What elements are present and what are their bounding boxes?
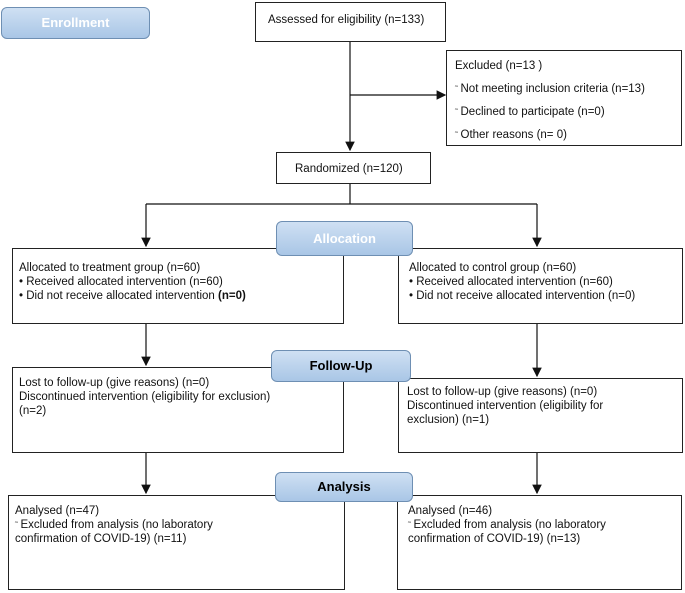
analysis-left-excluded: Excluded from analysis (no laboratory co…: [15, 518, 265, 546]
followup-right-box: Lost to follow-up (give reasons) (n=0) D…: [398, 378, 683, 453]
allocation-left-box: Allocated to treatment group (n=60) Rece…: [12, 248, 344, 324]
excluded-item-not-meeting: Not meeting inclusion criteria (n=13): [455, 82, 673, 96]
followup-left-lost: Lost to follow-up (give reasons) (n=0): [19, 377, 210, 389]
allocation-left-not-received: Did not receive allocated intervention (…: [19, 289, 337, 303]
allocation-left-not-received-count: (n=0): [218, 290, 246, 302]
randomized-box: Randomized (n=120): [276, 152, 431, 184]
allocation-right-title: Allocated to control group (n=60): [409, 262, 577, 274]
phase-allocation: Allocation: [276, 221, 413, 256]
excluded-box: Excluded (n=13 ) Not meeting inclusion c…: [446, 50, 682, 146]
phase-analysis-label: Analysis: [317, 479, 371, 494]
phase-follow-up: Follow-Up: [271, 350, 411, 382]
phase-allocation-label: Allocation: [313, 231, 376, 246]
phase-follow-up-label: Follow-Up: [309, 358, 373, 373]
allocation-left-received: Received allocated intervention (n=60): [19, 275, 337, 289]
allocation-left-not-received-text: Did not receive allocated intervention: [26, 290, 215, 302]
phase-analysis: Analysis: [275, 472, 413, 502]
excluded-item-other: Other reasons (n= 0): [455, 128, 673, 142]
analysis-right-box: Analysed (n=46) Excluded from analysis (…: [397, 495, 682, 590]
assessed-box: Assessed for eligibility (n=133): [255, 2, 446, 42]
allocation-right-received: Received allocated intervention (n=60): [409, 275, 676, 289]
analysis-left-box: Analysed (n=47) Excluded from analysis (…: [8, 495, 345, 590]
randomized-label: Randomized (n=120): [295, 163, 403, 175]
analysis-left-title: Analysed (n=47): [15, 505, 100, 517]
allocation-right-box: Allocated to control group (n=60) Receiv…: [398, 248, 683, 324]
followup-right-lost: Lost to follow-up (give reasons) (n=0): [407, 386, 598, 398]
followup-right-discontinued: Discontinued intervention (eligibility f…: [407, 400, 604, 426]
allocation-right-not-received: Did not receive allocated intervention (…: [409, 289, 676, 303]
allocation-left-title: Allocated to treatment group (n=60): [19, 262, 201, 274]
analysis-right-excluded: Excluded from analysis (no laboratory co…: [408, 518, 638, 546]
excluded-title: Excluded (n=13 ): [455, 60, 543, 72]
assessed-label: Assessed for eligibility (n=133): [268, 14, 425, 26]
analysis-right-title: Analysed (n=46): [408, 505, 493, 517]
phase-enrollment-label: Enrollment: [41, 15, 110, 30]
phase-enrollment: Enrollment: [1, 7, 150, 39]
excluded-item-declined: Declined to participate (n=0): [455, 105, 673, 119]
followup-left-discontinued: Discontinued intervention (eligibility f…: [19, 391, 271, 417]
